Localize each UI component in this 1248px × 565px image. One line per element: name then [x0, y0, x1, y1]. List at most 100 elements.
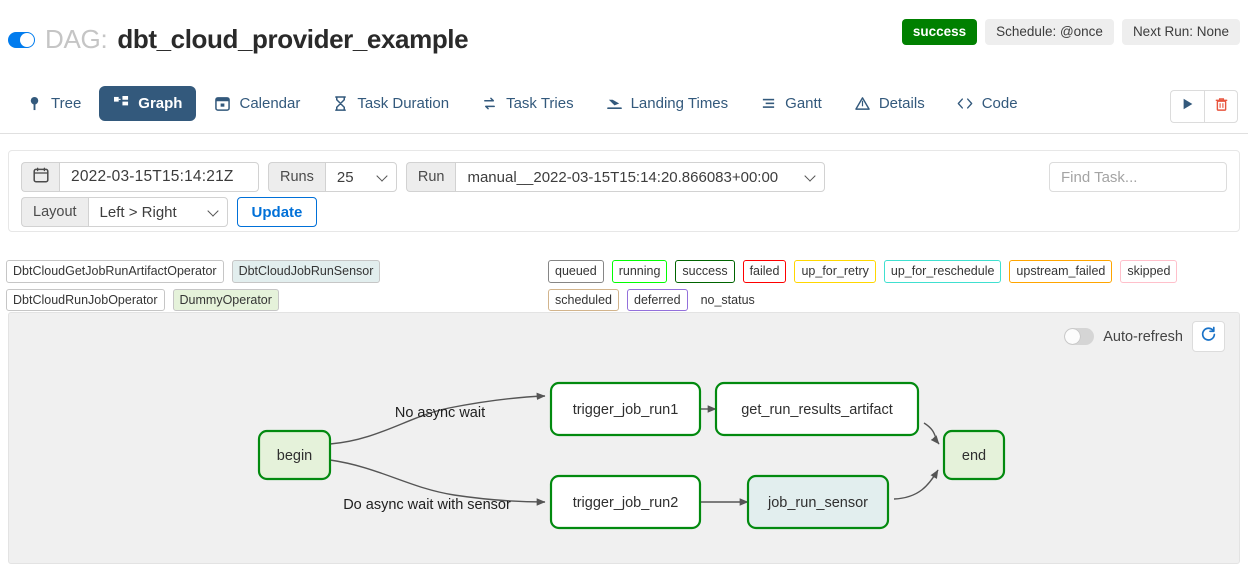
tab-label: Graph	[138, 95, 183, 112]
graph-edge-labels: No async wait Do async wait with sensor	[343, 405, 511, 513]
warning-triangle-icon	[854, 95, 871, 112]
tab-code[interactable]: Code	[943, 86, 1032, 121]
legend-operator-item: DbtCloudGetJobRunArtifactOperator	[6, 260, 224, 283]
runs-group: Runs 25	[268, 162, 397, 192]
legend-state-running: running	[611, 260, 668, 283]
header-badges: success Schedule: @once Next Run: None	[901, 19, 1240, 46]
calendar-picker-button[interactable]	[21, 162, 59, 192]
tab-label: Calendar	[239, 95, 301, 112]
legend-state-deferred: deferred	[627, 288, 688, 311]
dag-header: DAG: dbt_cloud_provider_example success …	[0, 0, 1248, 72]
base-date-group: 2022-03-15T15:14:21Z	[21, 162, 259, 192]
node-label: begin	[277, 448, 312, 464]
filter-panel: 2022-03-15T15:14:21Z Runs 25 Run manual_…	[8, 150, 1240, 232]
legend-state-success: success	[675, 260, 735, 283]
filter-row-primary: 2022-03-15T15:14:21Z Runs 25 Run manual_…	[21, 162, 826, 192]
node-job-run-sensor[interactable]: job_run_sensor	[746, 474, 890, 530]
tab-label: Task Tries	[506, 95, 574, 112]
calendar-icon	[32, 167, 49, 187]
edge-job-run-sensor-to-end	[893, 469, 939, 500]
operator-legend: DbtCloudGetJobRunArtifactOperator DbtClo…	[6, 260, 546, 311]
filter-row-secondary: Layout Left > Right Update	[21, 197, 318, 227]
update-button[interactable]: Update	[236, 197, 318, 227]
refresh-button[interactable]	[1192, 321, 1225, 352]
status-badge: success	[901, 19, 978, 46]
play-icon	[1181, 97, 1195, 116]
tab-label: Landing Times	[630, 95, 729, 112]
tab-gantt[interactable]: Gantt	[746, 86, 836, 121]
tab-label: Details	[878, 95, 925, 112]
graph-nodes: begin trigger_job_run1 trigger_job_run2 …	[257, 381, 1006, 530]
legend: DbtCloudGetJobRunArtifactOperator DbtClo…	[0, 258, 1248, 311]
layout-label: Layout	[21, 197, 88, 227]
node-begin[interactable]: begin	[257, 429, 332, 481]
node-label: get_run_results_artifact	[741, 402, 893, 418]
code-icon	[957, 95, 974, 112]
legend-state-skipped: skipped	[1120, 260, 1178, 283]
gantt-icon	[760, 95, 777, 112]
edge-label-do-async-wait-with-sensor: Do async wait with sensor	[343, 497, 511, 513]
legend-state-no-status: no_status	[700, 292, 755, 307]
node-end[interactable]: end	[942, 429, 1006, 481]
runs-label: Runs	[268, 162, 325, 192]
legend-state-up-for-reschedule: up_for_reschedule	[883, 260, 1002, 283]
num-runs-select[interactable]: 25	[324, 162, 397, 192]
dag-pause-toggle[interactable]	[8, 31, 35, 48]
edge-begin-to-trigger-job-run2	[329, 459, 546, 506]
legend-state-upstream-failed: upstream_failed	[1009, 260, 1113, 283]
tab-task-duration[interactable]: Task Duration	[318, 86, 463, 121]
tab-label: Gantt	[785, 95, 822, 112]
edge-begin-to-trigger-job-run1	[329, 392, 546, 445]
node-label: trigger_job_run1	[573, 402, 679, 418]
edge-label-no-async-wait: No async wait	[395, 405, 485, 421]
tree-icon	[26, 95, 43, 112]
dag-graph-svg[interactable]: No async wait Do async wait with sensor …	[9, 313, 1240, 564]
tab-task-tries[interactable]: Task Tries	[467, 86, 588, 121]
tab-label: Task Duration	[357, 95, 450, 112]
edge-get-run-results-artifact-to-end	[923, 422, 940, 445]
node-trigger-job-run2[interactable]: trigger_job_run2	[549, 474, 702, 530]
graph-canvas[interactable]: Auto-refresh	[8, 312, 1240, 564]
next-run-badge: Next Run: None	[1121, 19, 1240, 46]
legend-state-queued: queued	[548, 260, 604, 283]
dag-label: DAG:	[45, 24, 108, 54]
node-get-run-results-artifact[interactable]: get_run_results_artifact	[714, 381, 920, 437]
node-label: end	[962, 448, 986, 464]
run-label: Run	[405, 162, 456, 192]
hourglass-icon	[332, 95, 349, 112]
tab-landing-times[interactable]: Landing Times	[592, 86, 743, 121]
layout-group: Layout Left > Right	[21, 197, 228, 227]
header-actions	[1170, 90, 1238, 123]
dag-name: dbt_cloud_provider_example	[117, 24, 469, 54]
auto-refresh-label: Auto-refresh	[1103, 328, 1183, 345]
tab-details[interactable]: Details	[840, 86, 939, 121]
schedule-badge: Schedule: @once	[985, 19, 1114, 46]
dag-run-select[interactable]: manual__2022-03-15T15:14:20.866083+00:00	[455, 162, 826, 192]
refresh-icon	[1200, 326, 1217, 348]
trash-icon	[1214, 97, 1229, 117]
state-legend: queued running success failed up_for_ret…	[548, 260, 1248, 311]
tab-tree[interactable]: Tree	[12, 86, 95, 121]
base-date-input[interactable]: 2022-03-15T15:14:21Z	[59, 162, 259, 192]
tab-label: Code	[981, 95, 1018, 112]
layout-select[interactable]: Left > Right	[87, 197, 228, 227]
tab-label: Tree	[51, 95, 82, 112]
retry-icon	[481, 95, 498, 112]
run-group: Run manual__2022-03-15T15:14:20.866083+0…	[405, 162, 826, 192]
legend-state-failed: failed	[742, 260, 787, 283]
node-trigger-job-run1[interactable]: trigger_job_run1	[549, 381, 702, 437]
legend-operator-item: DbtCloudRunJobOperator	[6, 288, 165, 311]
legend-state-scheduled: scheduled	[548, 288, 619, 311]
page-title: DAG: dbt_cloud_provider_example	[8, 24, 469, 55]
find-task-input[interactable]: Find Task...	[1049, 162, 1227, 192]
landing-icon	[606, 95, 623, 112]
tab-calendar[interactable]: Calendar	[200, 86, 314, 121]
trigger-dag-button[interactable]	[1170, 90, 1204, 123]
delete-dag-button[interactable]	[1204, 90, 1238, 123]
graph-edges	[329, 392, 940, 506]
tab-graph[interactable]: Graph	[99, 86, 197, 121]
auto-refresh-toggle[interactable]	[1064, 328, 1095, 345]
legend-operator-item: DummyOperator	[172, 288, 279, 311]
node-label: trigger_job_run2	[573, 495, 679, 511]
calendar-icon	[214, 95, 231, 112]
